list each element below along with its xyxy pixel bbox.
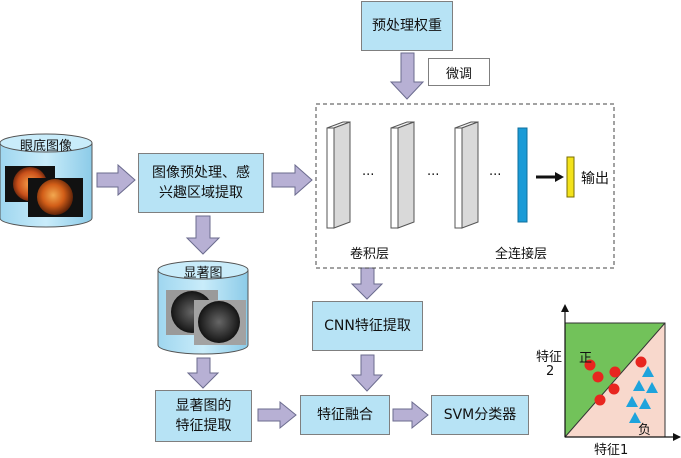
cnn-frame xyxy=(315,103,615,269)
preprocess-roi-line2: 兴趣区域提取 xyxy=(159,185,243,201)
arrow-saliency-to-feature xyxy=(186,357,220,389)
conv-slab-1 xyxy=(326,121,351,229)
arrow-preprocess-to-cnn xyxy=(271,163,313,197)
svm-classifier-box: SVM分类器 xyxy=(431,395,529,435)
ellipsis-2: ··· xyxy=(427,168,440,183)
fully-connected-bar xyxy=(517,127,528,223)
preprocess-weights-label: 预处理权重 xyxy=(372,18,442,34)
arrow-cnn-to-extract xyxy=(350,267,384,300)
positive-samples xyxy=(584,356,647,406)
fundus-database-cylinder xyxy=(0,133,93,228)
conv-slab-2 xyxy=(390,121,415,229)
fundus-database-label: 眼底图像 xyxy=(19,139,72,154)
saliency-feature-line1: 显著图的 xyxy=(175,398,232,414)
output-bar xyxy=(566,156,575,198)
svm-negative-label: 负 xyxy=(638,423,652,438)
finetune-label: 微调 xyxy=(445,66,472,82)
svm-y-axis-label-1: 特征 xyxy=(536,350,563,365)
svm-y-axis-label-2: 2 xyxy=(546,364,555,379)
arrow-salfeat-to-fusion xyxy=(257,400,297,430)
feature-fusion-box: 特征融合 xyxy=(300,395,390,435)
arrow-preprocess-to-saliency xyxy=(185,215,221,255)
finetune-box: 微调 xyxy=(428,58,490,86)
arrow-weights-to-cnn xyxy=(389,52,425,100)
conv-layer-stack xyxy=(326,121,479,229)
ellipsis-3: ··· xyxy=(489,168,502,183)
feature-fusion-label: 特征融合 xyxy=(317,407,373,423)
arrow-extract-to-fusion xyxy=(350,354,384,392)
output-label: 输出 xyxy=(581,171,609,187)
cnn-extract-label: CNN特征提取 xyxy=(324,318,411,334)
preprocess-roi-box: 图像预处理、感 兴趣区域提取 xyxy=(138,153,264,213)
output-arrow xyxy=(536,172,564,182)
arrow-fusion-to-svm xyxy=(392,400,429,430)
saliency-database-cylinder xyxy=(157,260,249,355)
conv-slab-3 xyxy=(454,121,479,229)
saliency-feature-line2: 特征提取 xyxy=(175,418,232,434)
fc-layer-label: 全连接层 xyxy=(495,247,548,262)
saliency-database-label: 显著图 xyxy=(183,266,223,281)
conv-layer-label: 卷积层 xyxy=(350,247,390,262)
preprocess-roi-line1: 图像预处理、感 xyxy=(152,165,250,181)
svm-positive-label: 正 xyxy=(579,351,593,366)
svm-plot xyxy=(561,304,681,441)
svm-classifier-label: SVM分类器 xyxy=(443,407,517,423)
cnn-extract-box: CNN特征提取 xyxy=(312,301,423,351)
svm-x-axis-label: 特征1 xyxy=(594,443,629,458)
ellipsis-1: ··· xyxy=(362,168,375,183)
negative-samples xyxy=(626,366,658,423)
saliency-feature-box: 显著图的 特征提取 xyxy=(155,390,252,442)
arrow-fundus-to-preprocess xyxy=(96,163,136,197)
preprocess-weights-box: 预处理权重 xyxy=(361,1,453,51)
